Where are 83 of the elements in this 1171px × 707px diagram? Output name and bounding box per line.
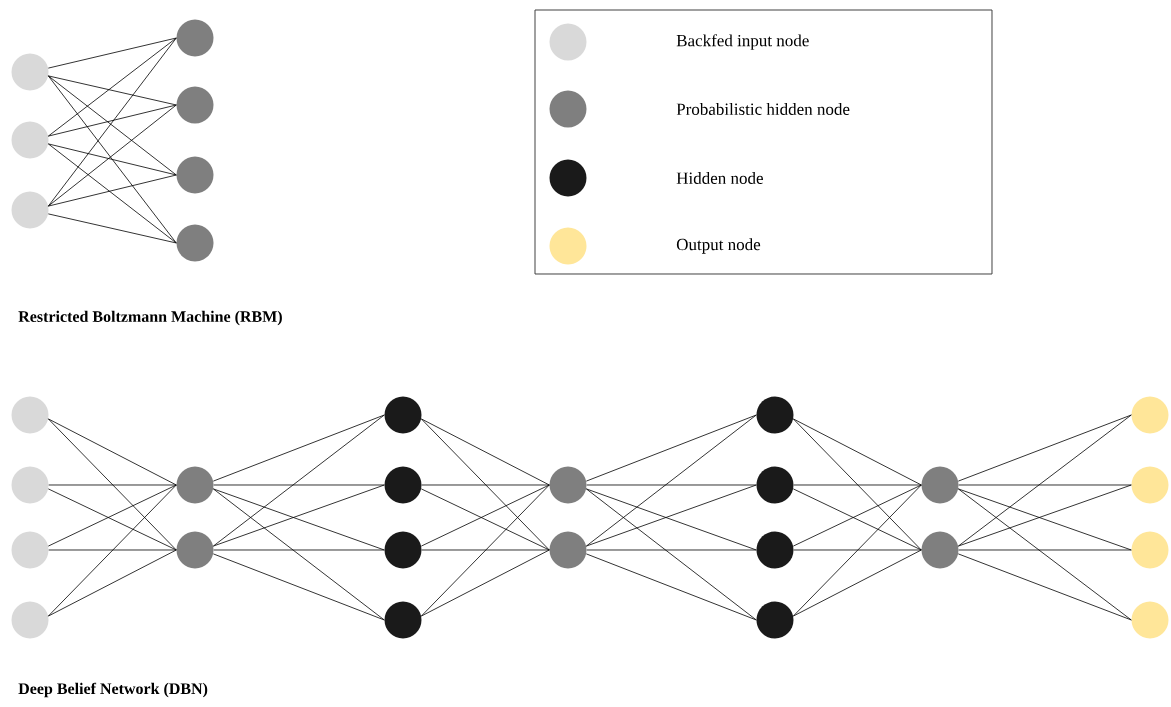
connection-line xyxy=(793,484,922,486)
network-node xyxy=(549,531,587,569)
network-node xyxy=(11,601,49,639)
connection-line xyxy=(47,143,177,244)
network-node xyxy=(756,396,794,434)
legend-label: Hidden node xyxy=(676,172,763,184)
connection-line xyxy=(47,143,177,176)
connection-line xyxy=(47,549,177,617)
connection-line xyxy=(421,549,550,551)
connection-line xyxy=(792,549,922,617)
network-node xyxy=(384,466,422,504)
network-node xyxy=(921,466,959,504)
connection-line xyxy=(212,488,385,621)
network-node xyxy=(1131,601,1169,639)
network-node xyxy=(11,191,49,229)
network-node xyxy=(756,531,794,569)
network-node xyxy=(1131,531,1169,569)
network-node xyxy=(1131,396,1169,434)
network-node xyxy=(176,531,214,569)
connection-line xyxy=(47,484,177,617)
network-node xyxy=(384,396,422,434)
connection-line xyxy=(957,488,1132,621)
connection-line xyxy=(957,553,1132,621)
connection-line xyxy=(47,174,177,207)
connection-line xyxy=(586,484,757,486)
connection-line xyxy=(958,484,1132,486)
legend-label: Output node xyxy=(676,238,761,254)
network-title: Restricted Boltzmann Machine (RBM) xyxy=(18,310,282,326)
network-node xyxy=(11,53,49,91)
network-node xyxy=(921,531,959,569)
connection-line xyxy=(420,484,550,617)
network-node xyxy=(176,19,214,57)
network-node xyxy=(176,466,214,504)
network-node xyxy=(549,466,587,504)
network-node xyxy=(176,86,214,124)
network-node xyxy=(11,121,49,159)
connection-line xyxy=(585,553,757,621)
network-title: Deep Belief Network (DBN) xyxy=(18,682,208,698)
connection-line xyxy=(47,104,177,207)
network-node xyxy=(1131,466,1169,504)
network-node xyxy=(11,396,49,434)
connection-line xyxy=(47,75,177,176)
legend-label: Probabilistic hidden node xyxy=(676,103,850,115)
connection-line xyxy=(47,75,177,244)
connection-line xyxy=(212,414,385,482)
connection-line xyxy=(793,549,922,551)
network-node xyxy=(756,466,794,504)
connection-line xyxy=(792,484,922,617)
connection-line xyxy=(585,488,757,621)
connection-line xyxy=(212,414,385,547)
connection-line xyxy=(585,414,757,547)
legend-label: Backfed input node xyxy=(676,34,809,50)
connection-line xyxy=(48,549,177,551)
network-node xyxy=(176,224,214,262)
connection-line xyxy=(420,549,550,617)
connection-line xyxy=(586,549,757,551)
network-node xyxy=(384,531,422,569)
connection-line xyxy=(47,37,177,69)
network-node xyxy=(384,601,422,639)
connection-line xyxy=(792,418,922,486)
connection-line xyxy=(957,414,1132,547)
connection-line xyxy=(421,484,550,486)
connection-line xyxy=(47,213,177,244)
connection-line xyxy=(792,418,922,551)
connection-line xyxy=(47,37,177,137)
connection-line xyxy=(585,414,757,482)
connection-line xyxy=(213,549,385,551)
connection-line xyxy=(212,553,385,621)
connection-line xyxy=(47,75,177,106)
network-node xyxy=(176,156,214,194)
connection-line xyxy=(48,484,177,486)
network-node xyxy=(756,601,794,639)
connection-line xyxy=(47,37,177,207)
connection-line xyxy=(957,414,1132,482)
connection-line xyxy=(47,418,177,486)
network-node xyxy=(11,531,49,569)
connection-line xyxy=(958,549,1132,551)
connection-line xyxy=(47,104,177,137)
connection-line xyxy=(47,418,177,551)
connection-line xyxy=(213,484,385,486)
connection-line xyxy=(420,418,550,551)
network-node xyxy=(11,466,49,504)
connection-line xyxy=(420,418,550,486)
